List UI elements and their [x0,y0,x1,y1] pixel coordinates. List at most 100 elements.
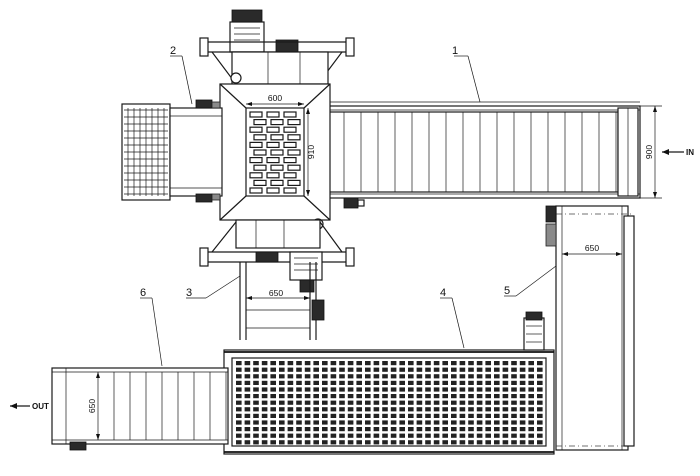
mesh-cell [287,387,294,392]
mesh-cell [236,400,242,405]
mesh-cell [244,387,251,392]
mesh-cell [244,407,251,412]
mesh-cell [502,394,509,399]
mesh-cell [382,387,388,392]
mesh-cell [253,407,259,412]
mesh-cell [236,380,242,385]
mesh-cell [537,367,543,372]
mesh-cell [408,380,414,385]
mesh-cell [390,387,397,392]
mesh-cell [253,427,259,432]
mesh-cell [459,367,466,372]
mesh-cell [390,427,397,432]
mesh-cell [468,420,474,425]
mesh-cell [236,413,242,418]
mesh-cell [296,361,302,366]
mesh-cell [468,380,474,385]
mesh-cell [425,427,431,432]
mesh-cell [270,394,276,399]
mesh-cell [373,380,380,385]
mesh-cell [287,413,294,418]
mesh-cell [339,380,345,385]
mesh-cell [442,400,448,405]
mesh-cell [373,420,380,425]
mesh-cell [253,433,259,438]
mesh-cell [476,367,483,372]
mesh-cell [502,361,509,366]
mesh-cell [330,380,337,385]
mesh-cell [330,367,337,372]
mesh-cell [322,427,328,432]
cutter-tooth [270,134,284,141]
mesh-cell [244,413,251,418]
mesh-cell [244,427,251,432]
mesh-cell [253,440,259,445]
callout-1: 1 [452,45,481,103]
cutter-tooth [287,134,301,141]
cutter-tooth [266,126,280,133]
mesh-cell [287,400,294,405]
mesh-cell [347,374,354,379]
mesh-cell [416,400,423,405]
mesh-cell [261,394,268,399]
mesh-cell [528,413,534,418]
mesh-cell [287,440,294,445]
mesh-cell [494,440,500,445]
mesh-cell [433,400,440,405]
mesh-cell [416,394,423,399]
mesh-cell [519,367,526,372]
mesh-cell [433,420,440,425]
mesh-cell [236,433,242,438]
callout-2-label: 2 [170,45,176,57]
mesh-cell [528,440,534,445]
mesh-cell [279,440,285,445]
mesh-cell [390,413,397,418]
mesh-cell [416,427,423,432]
mesh-cell [339,367,345,372]
mesh-cell [313,407,319,412]
dimension-910-label: 910 [306,145,316,159]
callout-3-label: 3 [186,287,192,299]
mesh-cell [494,420,500,425]
mesh-cell [468,433,474,438]
mesh-cell [382,374,388,379]
mesh-cell [451,380,457,385]
mesh-cell [425,440,431,445]
cutter-tooth [270,118,284,126]
cutter-tooth [253,118,267,126]
mesh-cell [244,440,251,445]
mesh-cell [373,387,380,392]
mesh-cell [459,427,466,432]
mesh-cell [511,413,517,418]
mesh-cell [339,440,345,445]
mesh-cell [347,380,354,385]
mesh-cell [296,387,302,392]
cutter-tooth [283,111,297,118]
cutter-tooth [249,111,263,118]
callout-1-label: 1 [452,45,458,57]
mesh-cell [416,361,423,366]
mesh-cell [468,400,474,405]
mesh-cell [304,407,311,412]
mesh-cell [373,413,380,418]
side-chute [169,107,223,197]
mesh-cell [322,380,328,385]
mesh-cell [476,427,483,432]
mesh-cell [270,420,276,425]
dimension-900-label: 900 [644,145,654,159]
mesh-cell [296,380,302,385]
mesh-cell [279,374,285,379]
mesh-cell [382,380,388,385]
mesh-cell [528,400,534,405]
mesh-cell [451,440,457,445]
mesh-cell [408,433,414,438]
mesh-cell [485,380,491,385]
mesh-cell [408,394,414,399]
mesh-cell [339,394,345,399]
mesh-cell [433,433,440,438]
mesh-cell [244,380,251,385]
mesh-cell [373,440,380,445]
mesh-cell [356,400,362,405]
mesh-cell [433,440,440,445]
